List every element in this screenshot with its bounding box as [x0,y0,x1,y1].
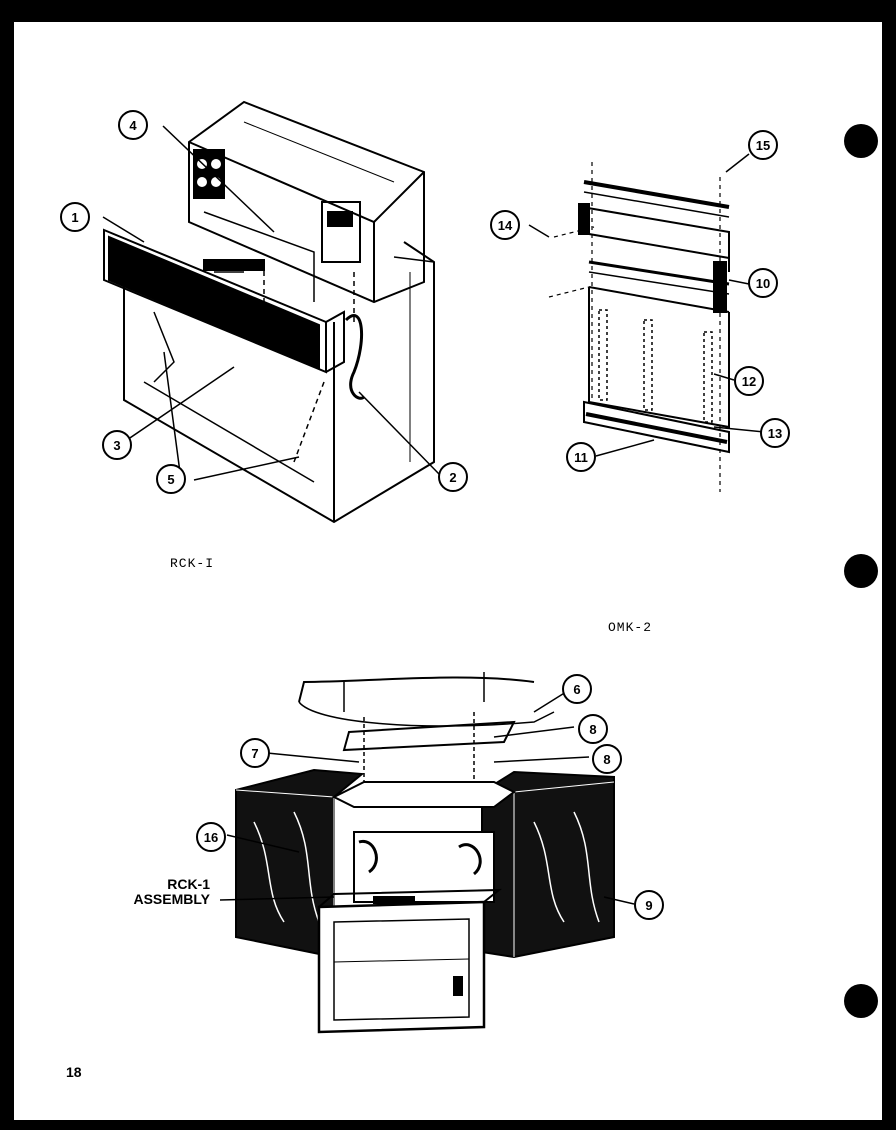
callout-8-upper: 8 [578,714,608,744]
binder-hole-middle [844,554,878,588]
callout-10: 10 [748,268,778,298]
rck1-assembly-label-line1: RCK-1 [167,876,210,892]
callout-8-lower: 8 [592,744,622,774]
callout-2: 2 [438,462,468,492]
callout-15: 15 [748,130,778,160]
callout-12: 12 [734,366,764,396]
binder-hole-bottom [844,984,878,1018]
callout-6: 6 [562,674,592,704]
rck1-assembly-label-line2: ASSEMBLY [133,891,210,907]
callout-1: 1 [60,202,90,232]
page-number: 18 [66,1064,82,1080]
rck1-drawing [102,100,440,524]
callout-7: 7 [240,738,270,768]
callout-3: 3 [102,430,132,460]
callout-11: 11 [566,442,596,472]
omk2-drawing [528,153,765,492]
binder-hole-top [844,124,878,158]
rck1-assembly-label: RCK-1 ASSEMBLY [104,877,210,907]
callout-5: 5 [156,464,186,494]
rck1-label: RCK-I [170,556,215,571]
callout-13: 13 [760,418,790,448]
parts-diagram-sheet: RCK-I OMK-2 RCK-1 ASSEMBLY 18 1 2 3 4 5 … [14,22,882,1120]
assembly-drawing [219,672,635,1034]
callout-9: 9 [634,890,664,920]
line-drawings [102,100,765,1034]
callout-16: 16 [196,822,226,852]
callout-4: 4 [118,110,148,140]
omk2-label: OMK-2 [608,620,653,635]
callout-14: 14 [490,210,520,240]
